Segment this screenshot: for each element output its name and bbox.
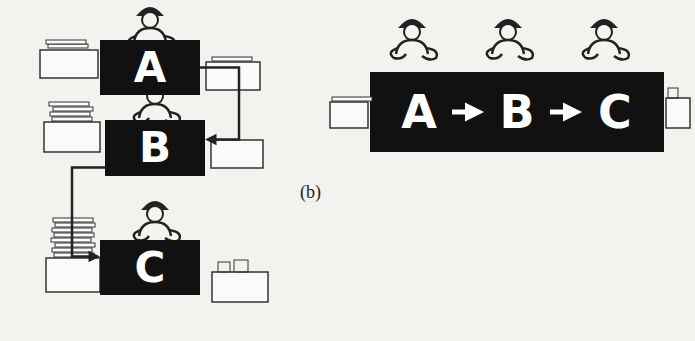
desk-box: C [100, 240, 200, 295]
desk-letter: B [499, 89, 534, 135]
flow-arrow [200, 68, 239, 146]
desk-box: A [390, 80, 448, 144]
desk-letter: A [401, 89, 437, 135]
desk-box: B [488, 80, 546, 144]
desk-letter: A [134, 47, 167, 89]
flow-arrow [452, 103, 484, 122]
desk-letter: C [135, 247, 166, 289]
panel-label: (b) [300, 182, 321, 203]
desk-box: A [100, 40, 200, 95]
desk-box: B [105, 120, 205, 176]
desk-letter: B [139, 127, 171, 169]
flow-arrow [550, 103, 582, 122]
desk-letter: C [598, 89, 632, 135]
desk-box: C [586, 80, 644, 144]
